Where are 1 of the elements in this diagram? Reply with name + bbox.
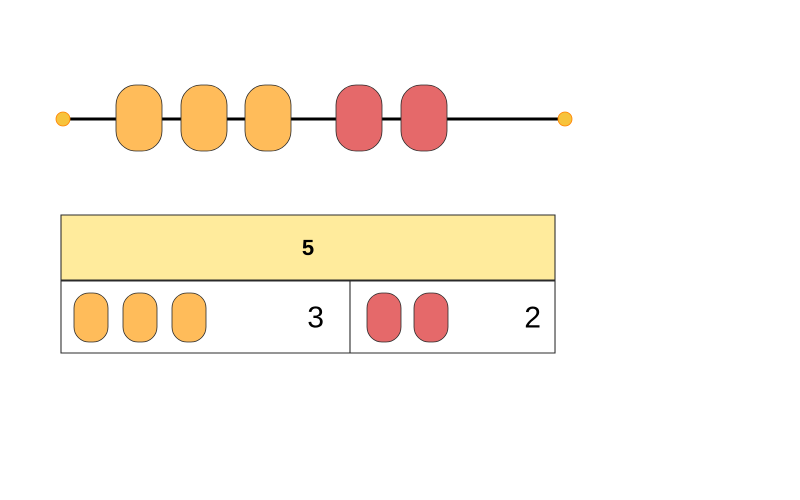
whole-bar: 5 xyxy=(60,214,556,281)
